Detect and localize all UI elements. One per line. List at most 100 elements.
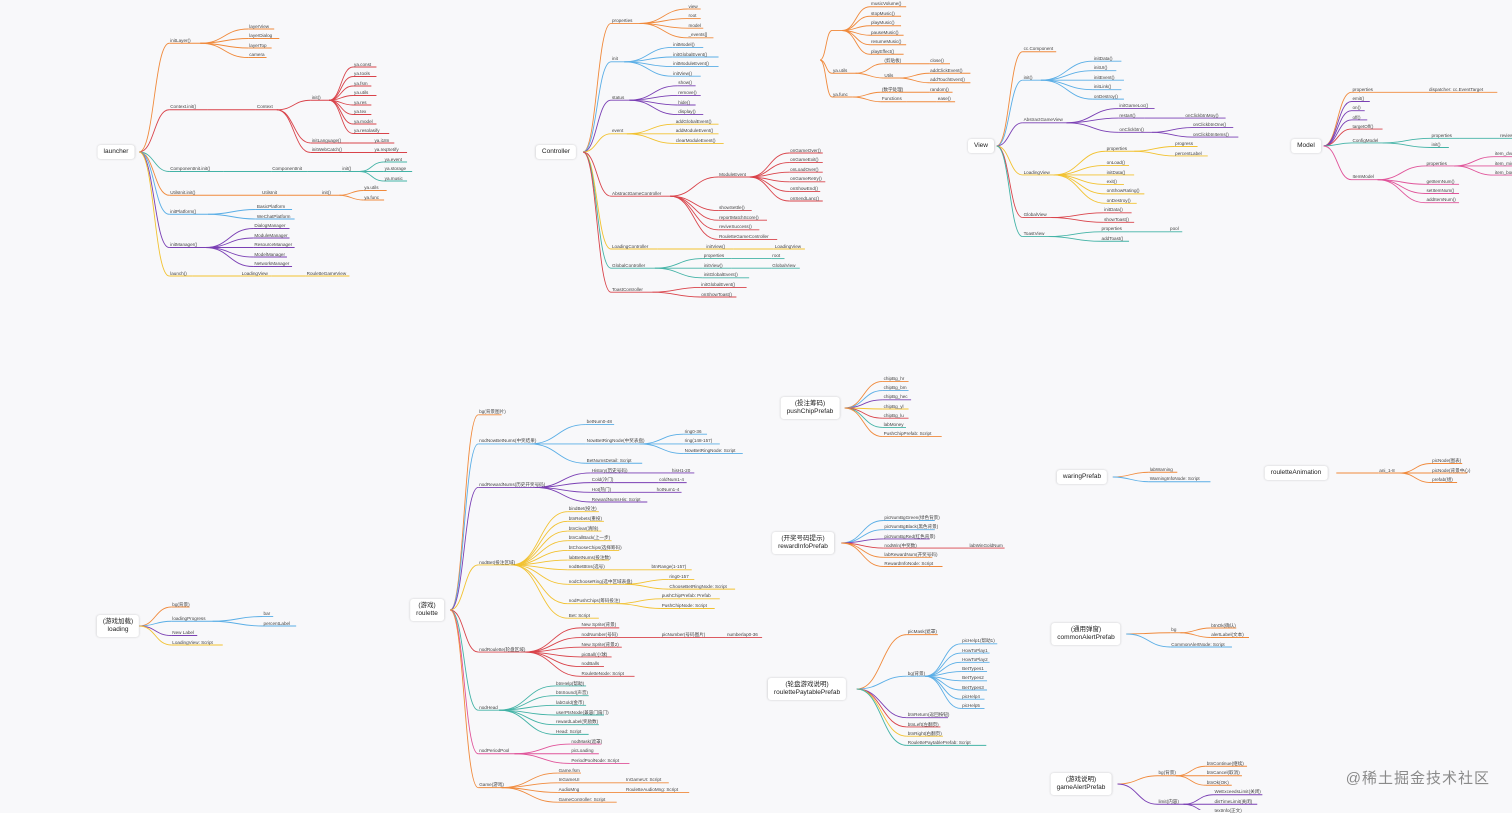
mindmap-node: prefab(组) xyxy=(1432,477,1453,483)
mindmap-node: ani_1-8 xyxy=(1379,467,1395,473)
mindmap-node: initEvent() xyxy=(1093,74,1115,80)
connector xyxy=(450,564,479,611)
connector xyxy=(449,487,479,611)
mindmap-node: onClickbtn() xyxy=(1119,126,1144,132)
root-line: (轮盘游戏说明) xyxy=(785,681,829,688)
mindmap-node: layerView xyxy=(249,23,270,29)
mindmap-node: Functions xyxy=(881,96,902,102)
mindmap-node: CommonAlertNode: Script xyxy=(1171,641,1225,647)
mindmap-node: percentLabel xyxy=(1175,150,1202,156)
mindmap-node: properties xyxy=(612,18,633,23)
mindmap-node: picNumBgGreen(绿色背景) xyxy=(884,515,940,521)
connector xyxy=(139,151,170,215)
mindmap-node: ya.tools xyxy=(354,71,370,77)
mindmap-node: BetTypes2 xyxy=(962,675,984,681)
connector xyxy=(925,675,962,700)
mindmap-node: onGameExit() xyxy=(790,157,819,163)
connector xyxy=(1051,217,1104,223)
connector xyxy=(626,133,675,144)
mindmap-node: addGlobalEvent() xyxy=(675,118,712,124)
connector xyxy=(207,213,256,220)
mindmap-node: ya.fsm xyxy=(354,80,368,86)
mindmap-node: picMask(遮罩) xyxy=(907,629,937,635)
mindmap-node: btnClear(清除) xyxy=(568,525,599,531)
connector xyxy=(449,443,479,611)
mindmap-node: musicVolume() xyxy=(871,1,902,7)
mindmap-root-loading: (游戏加载)loading xyxy=(96,615,140,637)
root-line: roulettePaytablePrefab xyxy=(773,689,841,696)
connector xyxy=(616,603,661,609)
mindmap-node: initLayer() xyxy=(170,37,191,43)
mindmap-node: initGlobalEvent() xyxy=(701,282,736,287)
connector xyxy=(1180,627,1211,634)
connector xyxy=(841,520,884,544)
mindmap-node: UtilsInit.init() xyxy=(170,189,196,195)
connector xyxy=(450,609,479,653)
mindmap-root-gamealert: (游戏说明)gameAlertPrefab xyxy=(1050,773,1112,795)
connector xyxy=(139,151,170,248)
connector xyxy=(629,99,678,116)
connector xyxy=(1040,79,1093,91)
root-line: rewardInfoPrefab xyxy=(778,543,828,550)
connector xyxy=(524,651,581,677)
mindmap-node: pool xyxy=(1170,226,1179,232)
mindmap-node: userPtsNode(兼容门扇门) xyxy=(556,709,609,715)
mindmap-node: PushChipNode: Script xyxy=(661,603,707,609)
connector xyxy=(654,267,703,279)
mindmap-node: chipBg_yl xyxy=(883,403,904,409)
mindmap-node: bg(背景图片) xyxy=(479,409,506,415)
connector xyxy=(670,195,719,221)
mindmap-node: chipBg_lu xyxy=(883,412,904,418)
connector xyxy=(1134,146,1175,152)
root-line: (投注筹码) xyxy=(794,400,826,407)
connector xyxy=(856,688,907,746)
mindmap-node: nodNumber(号码) xyxy=(581,632,618,638)
mindmap-node: show() xyxy=(678,80,693,86)
mindmap-node: exit() xyxy=(1106,179,1117,184)
connector xyxy=(139,42,170,153)
mindmap-node: btnHelp(帮助) xyxy=(556,680,585,686)
connector xyxy=(582,22,612,153)
connector xyxy=(1183,803,1201,810)
mindmap-node: event xyxy=(612,128,624,134)
mindmap-node: ya.tex xyxy=(354,109,367,115)
mindmap-node: initData() xyxy=(1106,169,1126,175)
connector xyxy=(582,151,612,293)
connector xyxy=(205,237,254,248)
mindmap-node: onClickbtnMoy() xyxy=(1185,112,1219,118)
mindmap-node: init() xyxy=(321,189,331,195)
mindmap-node: ease() xyxy=(937,96,951,102)
mindmap-node: Hot(热门) xyxy=(591,486,612,492)
root-line: launcher xyxy=(103,148,129,155)
root-line: (游戏说明) xyxy=(1065,776,1097,783)
mindmap-node: nodHead xyxy=(479,704,498,710)
connector xyxy=(501,787,558,803)
mindmap-node: layerDialog xyxy=(249,33,273,39)
mindmap-node: ConfigModel xyxy=(1352,137,1379,143)
connector xyxy=(844,390,883,409)
connector xyxy=(139,151,170,196)
connector xyxy=(582,151,612,197)
mindmap-node: ring(148-157) xyxy=(684,438,713,444)
connector xyxy=(1126,632,1171,635)
mindmap-node: init() xyxy=(342,166,352,172)
mindmap-node: onSendLanc() xyxy=(790,195,819,201)
mindmap-node: AbstractGameView xyxy=(1023,117,1063,123)
mindmap-node: GlobalView xyxy=(1023,212,1047,218)
mindmap-node: ya.func xyxy=(364,194,380,200)
mindmap-node: init xyxy=(612,56,618,62)
connector xyxy=(1323,142,1352,147)
mindmap-node: initView() xyxy=(703,262,723,268)
mindmap-node: initModel() xyxy=(673,42,695,47)
mindmap-node: btChooseChips(选择筹码) xyxy=(568,545,622,550)
mindmap-node: onDestroy() xyxy=(1106,197,1131,203)
mindmap-node: LoadingView xyxy=(1023,169,1050,175)
mindmap-node: properties xyxy=(1101,226,1122,232)
mindmap-node: InGameUI xyxy=(558,777,580,783)
connector xyxy=(844,407,883,419)
connector xyxy=(511,564,568,619)
root-line: Controller xyxy=(541,148,571,155)
mindmap-node: RouletteAudioMng: Script xyxy=(626,787,679,793)
